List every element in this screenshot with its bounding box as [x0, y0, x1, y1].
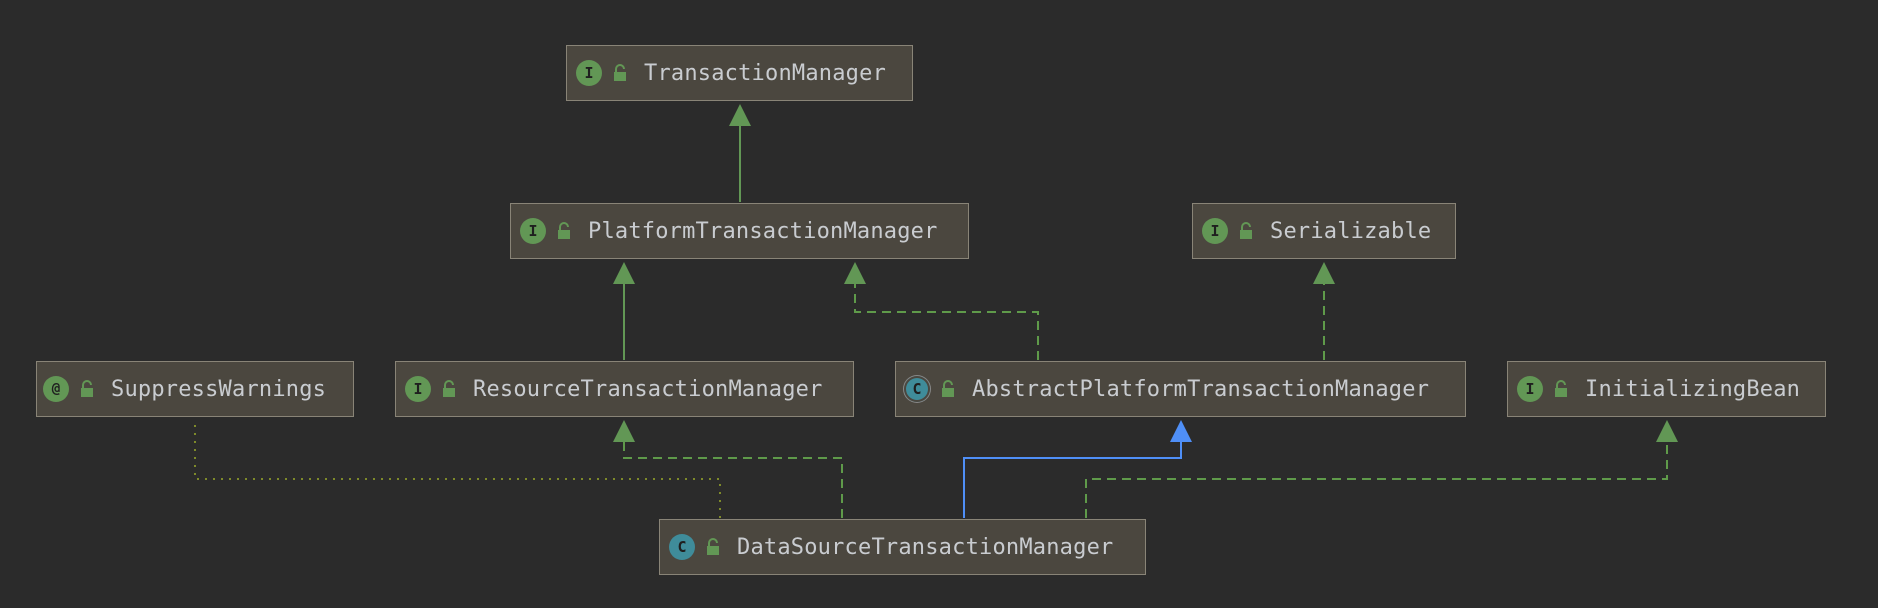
edge-platform-to-transaction-manager [729, 104, 751, 202]
node-label: Serializable [1270, 218, 1432, 244]
node-label: AbstractPlatformTransactionManager [972, 376, 1430, 402]
node-label: PlatformTransactionManager [588, 218, 938, 244]
public-lock-icon [707, 538, 719, 555]
annotation-icon: @ [43, 376, 69, 402]
public-lock-icon [614, 64, 626, 81]
public-lock-icon [1240, 222, 1252, 239]
node-label: DataSourceTransactionManager [737, 534, 1114, 560]
edge-abstract-to-serializable [1313, 262, 1335, 360]
interface-icon: I [1517, 376, 1543, 402]
edge-abstract-to-platform [844, 262, 1039, 360]
interface-icon: I [576, 60, 602, 86]
node-suppress-warnings[interactable]: @ SuppressWarnings [36, 361, 354, 417]
node-label: TransactionManager [644, 60, 887, 86]
interface-icon: I [1202, 218, 1228, 244]
node-transaction-manager[interactable]: I TransactionManager [566, 45, 913, 101]
public-lock-icon [942, 380, 954, 397]
public-lock-icon [81, 380, 93, 397]
edge-datasource-to-abstract [963, 420, 1192, 518]
node-platform-transaction-manager[interactable]: I PlatformTransactionManager [510, 203, 969, 259]
node-data-source-transaction-manager[interactable]: C DataSourceTransactionManager [659, 519, 1146, 575]
public-lock-icon [558, 222, 570, 239]
abstract-class-icon: C [904, 376, 930, 402]
interface-icon: I [405, 376, 431, 402]
edge-resource-to-platform [613, 262, 635, 360]
node-serializable[interactable]: I Serializable [1192, 203, 1456, 259]
public-lock-icon [443, 380, 455, 397]
node-initializing-bean[interactable]: I InitializingBean [1507, 361, 1826, 417]
interface-icon: I [520, 218, 546, 244]
node-resource-transaction-manager[interactable]: I ResourceTransactionManager [395, 361, 854, 417]
edge-datasource-to-suppresswarnings [194, 420, 721, 518]
edge-datasource-to-resource [613, 420, 843, 518]
edge-datasource-to-initializing [1085, 420, 1678, 518]
public-lock-icon [1555, 380, 1567, 397]
node-abstract-platform-transaction-manager[interactable]: C AbstractPlatformTransactionManager [895, 361, 1466, 417]
node-label: ResourceTransactionManager [473, 376, 823, 402]
node-label: SuppressWarnings [111, 376, 327, 402]
node-label: InitializingBean [1585, 376, 1801, 402]
class-icon: C [669, 534, 695, 560]
